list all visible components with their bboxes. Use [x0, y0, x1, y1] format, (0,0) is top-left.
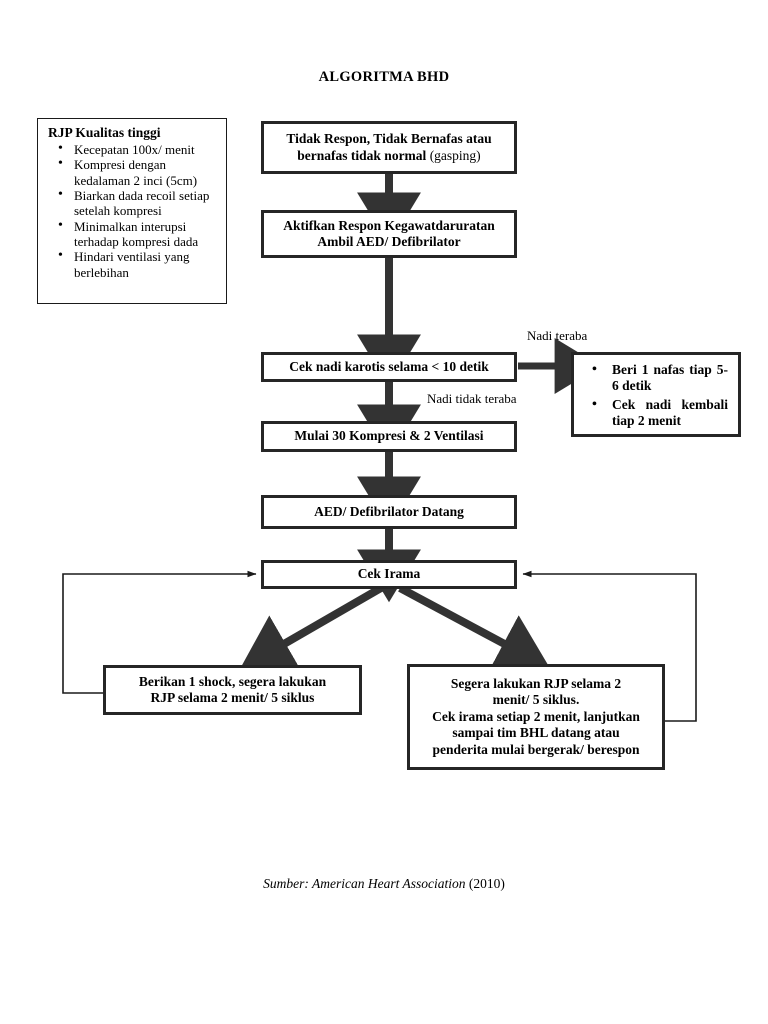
- node-no-shock-branch-line2: menit/ 5 siklus.: [492, 692, 580, 708]
- node-unresponsive-gasping: (gasping): [426, 147, 481, 163]
- list-item: Kompresi dengan kedalaman 2 inci (5cm): [48, 156, 220, 188]
- node-start-cpr-line1: Mulai 30 Kompresi & 2 Ventilasi: [294, 428, 484, 444]
- node-shock-branch-line1: Berikan 1 shock, segera lakukan: [138, 673, 327, 689]
- node-check-pulse: Cek nadi karotis selama < 10 detik: [261, 352, 517, 382]
- list-item: Kecepatan 100x/ menit: [48, 141, 220, 158]
- list-item: Hindari ventilasi yang berlebihan: [48, 248, 220, 280]
- node-shock-branch: Berikan 1 shock, segera lakukan RJP sela…: [103, 665, 362, 715]
- node-activate-response: Aktifkan Respon Kegawatdaruratan Ambil A…: [261, 210, 517, 258]
- rjp-quality-heading: RJP Kualitas tinggi: [48, 125, 161, 140]
- node-start-cpr: Mulai 30 Kompresi & 2 Ventilasi: [261, 421, 517, 452]
- node-unresponsive-line1: Tidak Respon, Tidak Bernafas atau: [286, 131, 492, 147]
- rjp-quality-box: RJP Kualitas tinggi Kecepatan 100x/ meni…: [37, 118, 227, 304]
- node-pulse-present: Beri 1 nafas tiap 5-6 detik Cek nadi kem…: [571, 352, 741, 437]
- node-no-shock-branch: Segera lakukan RJP selama 2 menit/ 5 sik…: [407, 664, 665, 770]
- node-unresponsive: Tidak Respon, Tidak Bernafas atau bernaf…: [261, 121, 517, 174]
- source-note-italic: Sumber: American Heart Association: [263, 876, 466, 891]
- source-note: Sumber: American Heart Association (2010…: [0, 876, 768, 892]
- list-item: Minimalkan interupsi terhadap kompresi d…: [48, 218, 220, 250]
- node-unresponsive-line2-bold: bernafas tidak normal: [297, 147, 427, 163]
- node-pulse-present-list: Beri 1 nafas tiap 5-6 detik Cek nadi kem…: [580, 361, 728, 430]
- edge-label-pulse-absent: Nadi tidak teraba: [427, 391, 517, 406]
- node-check-rhythm-line1: Cek Irama: [357, 566, 421, 582]
- node-shock-branch-line2: RJP selama 2 menit/ 5 siklus: [150, 690, 315, 705]
- node-activate-response-line2: Ambil AED/ Defibrilator: [317, 234, 461, 249]
- source-note-year: (2010): [465, 876, 505, 891]
- edge-label-pulse-present: Nadi teraba: [527, 328, 588, 343]
- arrow-checkrhythm-to-shock: [239, 584, 383, 671]
- node-aed-arrives: AED/ Defibrilator Datang: [261, 495, 517, 529]
- node-check-pulse-line1: Cek nadi karotis selama < 10 detik: [289, 358, 489, 374]
- page-title: ALGORITMA BHD: [318, 69, 450, 85]
- node-aed-arrives-line1: AED/ Defibrilator Datang: [314, 503, 464, 519]
- list-item: Cek nadi kembali tiap 2 menit: [580, 396, 728, 430]
- node-no-shock-branch-line1: Segera lakukan RJP selama 2: [450, 675, 622, 691]
- arrow-checkrhythm-to-noshock: [398, 584, 551, 672]
- node-unresponsive-line2: bernafas tidak normal (gasping): [297, 148, 480, 164]
- node-check-rhythm: Cek Irama: [261, 560, 517, 589]
- list-item: Beri 1 nafas tiap 5-6 detik: [580, 361, 728, 395]
- list-item: Biarkan dada recoil setiap setelah kompr…: [48, 187, 220, 219]
- node-no-shock-branch-line3: Cek irama setiap 2 menit, lanjutkan: [432, 708, 640, 724]
- rjp-quality-list: Kecepatan 100x/ menit Kompresi dengan ke…: [48, 141, 220, 280]
- node-no-shock-branch-line4: sampai tim BHL datang atau: [452, 725, 620, 741]
- node-no-shock-branch-line5: penderita mulai bergerak/ berespon: [432, 741, 640, 757]
- node-activate-response-line1: Aktifkan Respon Kegawatdaruratan: [283, 217, 495, 233]
